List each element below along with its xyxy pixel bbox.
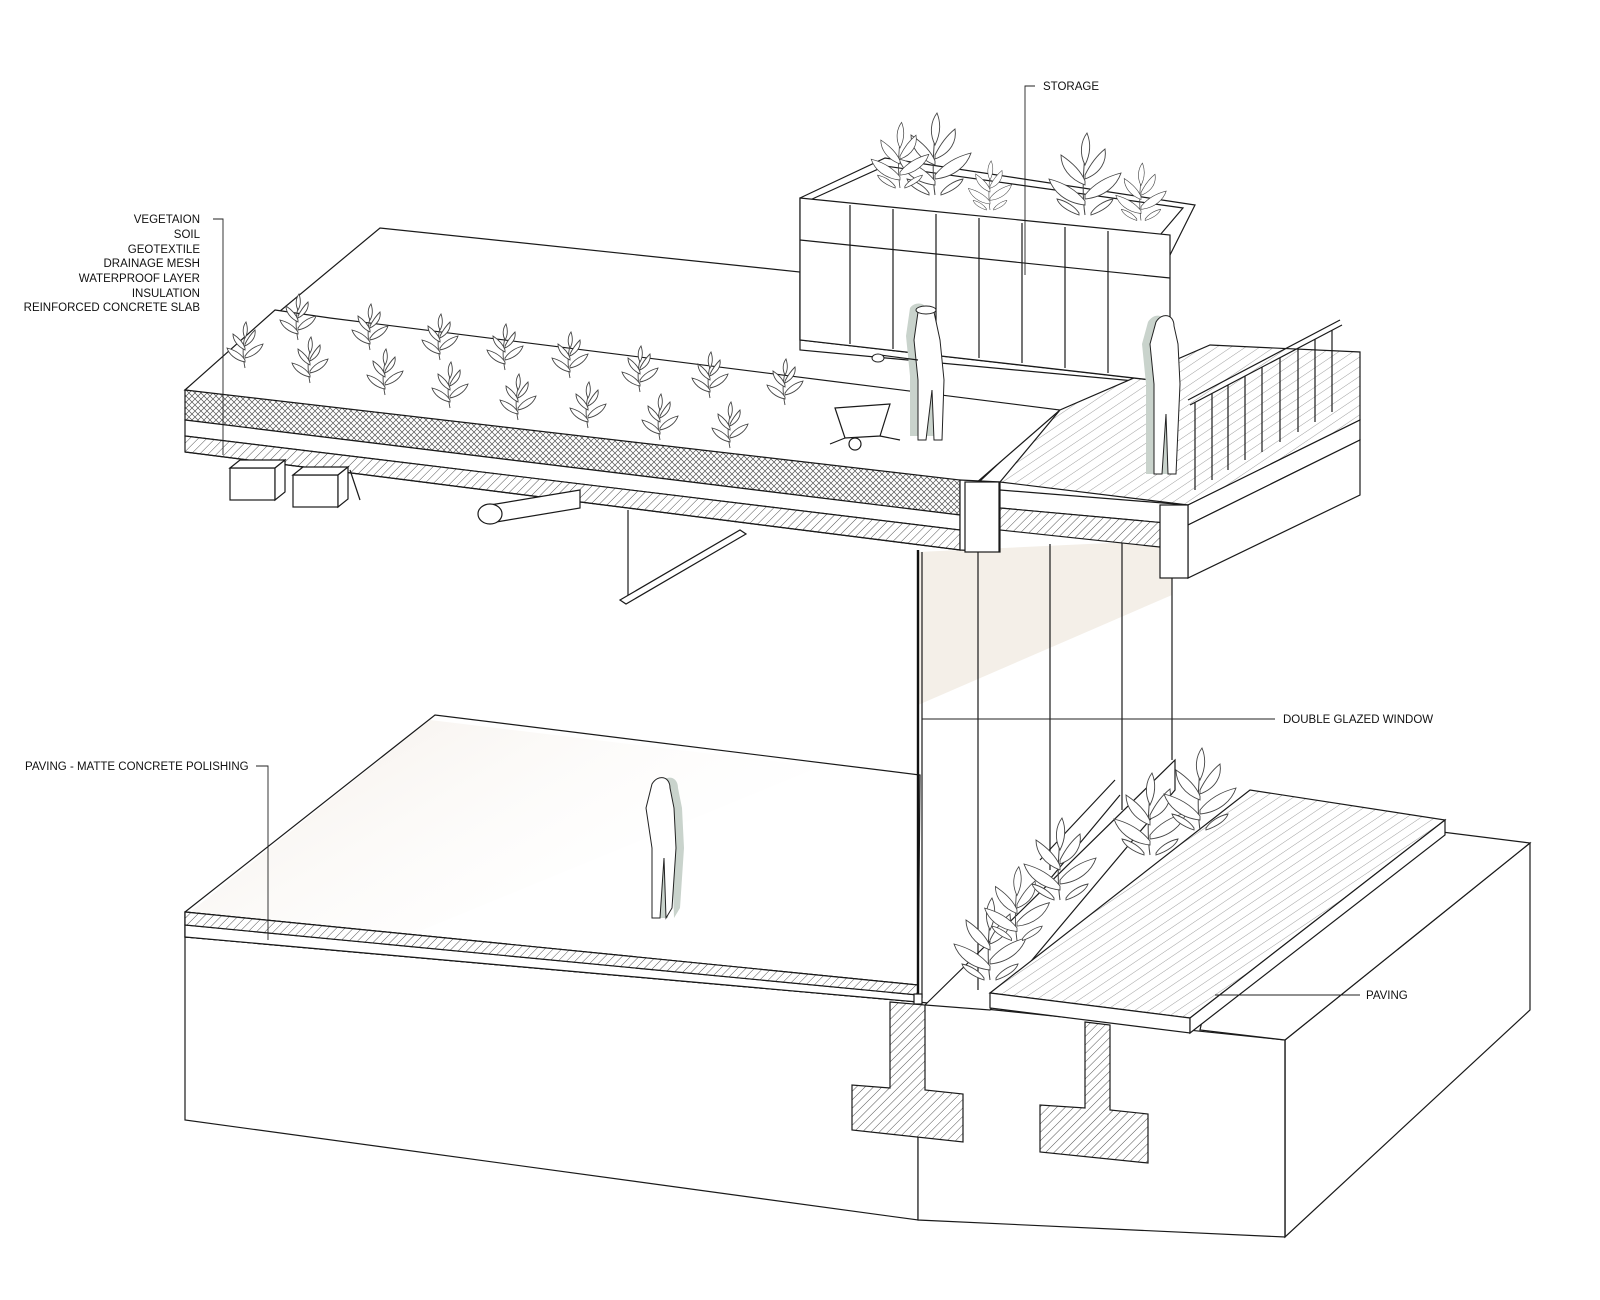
wood-deck [988, 789, 1447, 1035]
label-waterproof-layer: WATERPROOF LAYER [79, 273, 200, 285]
label-paving-floor: PAVING - MATTE CONCRETE POLISHING [25, 761, 249, 773]
duct-icon [228, 458, 361, 509]
label-double-glazed-window: DOUBLE GLAZED WINDOW [1283, 714, 1433, 726]
wheelbarrow-icon [829, 403, 901, 451]
storage-label: STORAGE [1024, 81, 1099, 275]
plant-icon [1115, 162, 1167, 221]
layer-labels: VEGETAION SOIL GEOTEXTILE DRAINAGE MESH … [24, 214, 224, 455]
floor-paving-label: PAVING - MATTE CONCRETE POLISHING [25, 761, 269, 940]
pipe-icon [477, 489, 581, 525]
label-paving-deck: PAVING [1366, 990, 1408, 1002]
label-storage: STORAGE [1043, 81, 1099, 93]
label-insulation: INSULATION [132, 288, 200, 300]
light-fixture [618, 510, 748, 605]
label-concrete-slab: REINFORCED CONCRETE SLAB [24, 302, 201, 314]
foundation-right [1039, 1021, 1149, 1164]
label-geotextile: GEOTEXTILE [128, 244, 201, 256]
foundation-left [851, 1001, 964, 1143]
roof-deck [964, 344, 1361, 579]
person-with-shovel [871, 303, 945, 441]
railing-icon [1187, 319, 1343, 490]
label-drainage-mesh: DRAINAGE MESH [104, 258, 201, 270]
person-on-deck [1142, 315, 1181, 475]
deck-paving-label: PAVING [1215, 990, 1408, 1002]
window-label: DOUBLE GLAZED WINDOW [922, 714, 1433, 726]
plant-icon [1048, 132, 1122, 216]
double-glazed-window [913, 540, 1173, 1005]
person-on-floor [645, 777, 684, 920]
label-vegetation: VEGETAION [134, 214, 200, 226]
label-soil: SOIL [174, 229, 201, 241]
